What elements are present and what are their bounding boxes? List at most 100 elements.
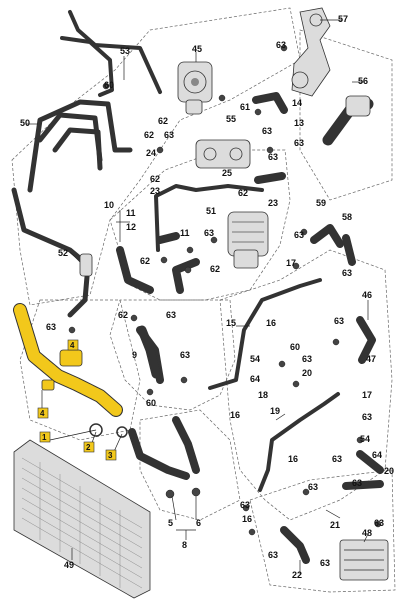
- callout-11: 11: [126, 208, 136, 218]
- callout-16b: 16: [230, 410, 240, 420]
- callout-63f: 63: [204, 228, 214, 238]
- callout-15: 15: [226, 318, 236, 328]
- callout-60b: 60: [290, 342, 300, 352]
- callout-62: 62: [158, 116, 168, 126]
- callout-5: 5: [168, 518, 173, 528]
- marker-4-upper: 4: [67, 339, 79, 351]
- callout-25: 25: [222, 168, 232, 178]
- callout-63p: 63: [308, 482, 318, 492]
- callout-62e: 62: [140, 256, 150, 266]
- part-10-pipe: [154, 184, 264, 252]
- callout-48: 48: [362, 528, 372, 538]
- callout-63k: 63: [46, 322, 56, 332]
- part-56-hose: [322, 95, 374, 146]
- callout-51: 51: [206, 206, 216, 216]
- marker-1: 1: [39, 431, 51, 443]
- callout-16d: 16: [242, 514, 252, 524]
- callout-62f: 62: [210, 264, 220, 274]
- part-50-pipes: [27, 99, 133, 193]
- highlighted-hose-assembly: [13, 303, 128, 438]
- callout-59: 59: [316, 198, 326, 208]
- callout-62d: 62: [238, 188, 248, 198]
- callout-63g: 63: [294, 230, 304, 240]
- callout-63c: 63: [262, 126, 272, 136]
- callout-50: 50: [20, 118, 30, 128]
- callout-63m: 63: [180, 350, 190, 360]
- callout-8: 8: [182, 540, 187, 550]
- callout-63q: 63: [352, 478, 362, 488]
- callout-64: 64: [250, 374, 260, 384]
- callout-63o: 63: [332, 454, 342, 464]
- callout-49: 49: [64, 560, 74, 570]
- callout-10: 10: [104, 200, 114, 210]
- part-52-pipe: [11, 187, 93, 318]
- part-45-pump: [177, 61, 213, 115]
- marker-4-lower: 4: [37, 407, 49, 419]
- callout-12: 12: [126, 222, 136, 232]
- callout-17b: 17: [362, 390, 372, 400]
- callout-63r: 63: [240, 500, 250, 510]
- callout-9: 9: [132, 350, 137, 360]
- callout-47: 47: [366, 354, 376, 364]
- callout-60: 60: [104, 80, 114, 90]
- svg-text:4: 4: [70, 341, 75, 350]
- svg-text:2: 2: [86, 443, 91, 452]
- svg-text:1: 1: [42, 433, 47, 442]
- callout-60c: 60: [146, 398, 156, 408]
- corrugated-hoses: [116, 92, 384, 564]
- callout-54b: 54: [360, 434, 370, 444]
- svg-text:3: 3: [108, 451, 113, 460]
- callout-62g: 62: [118, 310, 128, 320]
- callout-63u: 63: [320, 558, 330, 568]
- callout-58: 58: [342, 212, 352, 222]
- callout-11b: 11: [180, 228, 190, 238]
- callout-55: 55: [226, 114, 236, 124]
- part-57-housing: [291, 7, 331, 97]
- callout-63i: 63: [166, 310, 176, 320]
- highlight-markers: 4 4 1 2 3: [37, 339, 117, 461]
- part-48-cooler: [339, 539, 389, 581]
- callout-6: 6: [196, 518, 201, 528]
- callout-16c: 16: [288, 454, 298, 464]
- callout-20b: 20: [384, 466, 394, 476]
- callout-13: 13: [294, 118, 304, 128]
- parts: [11, 7, 389, 599]
- callout-64b: 64: [372, 450, 382, 460]
- part-49-radiator: [13, 439, 151, 599]
- callout-62c: 62: [150, 174, 160, 184]
- callout-63d: 63: [268, 152, 278, 162]
- part-51-unit: [227, 211, 269, 269]
- callout-61: 61: [240, 102, 250, 112]
- callout-56: 56: [358, 76, 368, 86]
- callout-63h: 63: [342, 268, 352, 278]
- marker-2: 2: [83, 441, 95, 453]
- part-15-pipe: [208, 278, 322, 390]
- callout-17: 17: [286, 258, 296, 268]
- callout-63j: 63: [334, 316, 344, 326]
- callout-63s: 63: [374, 518, 384, 528]
- callout-18: 18: [258, 390, 268, 400]
- callout-63l: 63: [302, 354, 312, 364]
- clamps: [68, 44, 382, 536]
- callout-23: 23: [150, 186, 160, 196]
- callout-14: 14: [292, 98, 302, 108]
- callout-46: 46: [362, 290, 372, 300]
- part-9-hose: [137, 325, 161, 379]
- part-53-pipes: [60, 10, 162, 97]
- callout-24: 24: [146, 148, 156, 158]
- callout-21: 21: [330, 520, 340, 530]
- marker-3: 3: [105, 449, 117, 461]
- part-lower-hoses: [128, 416, 200, 480]
- callout-63t: 63: [268, 550, 278, 560]
- callout-63e: 63: [294, 138, 304, 148]
- callout-22: 22: [292, 570, 302, 580]
- svg-text:4: 4: [40, 409, 45, 418]
- callout-54: 54: [250, 354, 260, 364]
- callout-63b: 63: [164, 130, 174, 140]
- callout-57: 57: [338, 14, 348, 24]
- callout-63n: 63: [362, 412, 372, 422]
- callout-16: 16: [266, 318, 276, 328]
- callout-53: 53: [120, 46, 130, 56]
- callout-23b: 23: [268, 198, 278, 208]
